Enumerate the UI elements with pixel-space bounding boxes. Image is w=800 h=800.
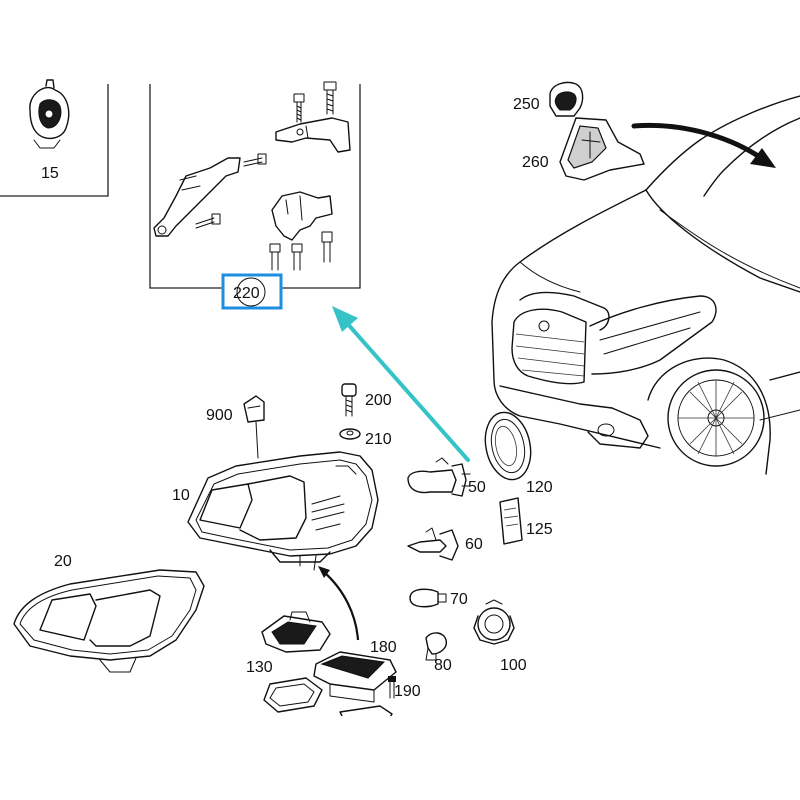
callout-220: 220 [233,285,260,302]
part-220-side-bracket[interactable] [153,157,241,237]
part-210[interactable] [339,428,361,440]
part-260[interactable] [559,117,645,181]
callout-900: 900 [206,407,233,424]
part-15-box: 15 [0,79,109,197]
part-140-gasket[interactable] [263,677,393,721]
part-180-arrow [318,566,360,641]
callout-15: 15 [41,165,59,182]
part-250[interactable] [549,81,584,117]
part-70-bulb[interactable] [409,588,447,608]
part-190-screw[interactable] [388,676,396,699]
part-60-bulb[interactable] [407,527,459,561]
part-50-bulb[interactable] [407,457,471,497]
car-grille [511,308,587,385]
part-120-cover[interactable] [479,408,536,484]
part-220-mount-bracket-lower[interactable] [271,191,333,241]
callout-80: 80 [434,657,452,674]
part-220-bolts-upper[interactable] [293,81,337,123]
part-80-bulb[interactable] [425,632,447,661]
part-220-screws-side[interactable] [195,153,267,229]
callout-200: 200 [365,392,392,409]
part-220-bolts-lower[interactable] [269,231,333,271]
callout-220-highlight[interactable]: 220 [221,273,283,310]
callout-50: 50 [468,479,486,496]
callout-20: 20 [54,553,72,570]
part-220-mount-bracket-upper[interactable] [275,117,351,153]
callout-120: 120 [526,479,553,496]
part-10-headlamp[interactable] [187,451,379,571]
car-illustration [491,95,800,475]
part-200[interactable] [341,383,357,417]
callout-125: 125 [526,521,553,538]
part-15-illustration[interactable] [29,79,70,149]
part-130-igniter[interactable] [261,611,331,653]
part-20-lens[interactable] [13,569,205,673]
callout-130: 130 [246,659,273,676]
callout-190: 190 [394,683,421,700]
callout-10: 10 [172,487,190,504]
callout-210: 210 [365,431,392,448]
callout-100: 100 [500,657,527,674]
part-100-socket[interactable] [473,599,515,645]
callout-250: 250 [513,96,540,113]
part-125[interactable] [499,497,523,545]
callout-260: 260 [522,154,549,171]
bottom-blank-area [0,716,800,800]
car-wheel [667,369,765,467]
callout-70: 70 [450,591,468,608]
part-220-box: 220 [149,81,361,310]
highlight-arrow [332,306,470,462]
location-arrow [631,122,776,168]
callout-60: 60 [465,536,483,553]
part-900[interactable] [243,395,265,459]
callout-180: 180 [370,639,397,656]
part-180-ballast[interactable] [313,651,397,703]
